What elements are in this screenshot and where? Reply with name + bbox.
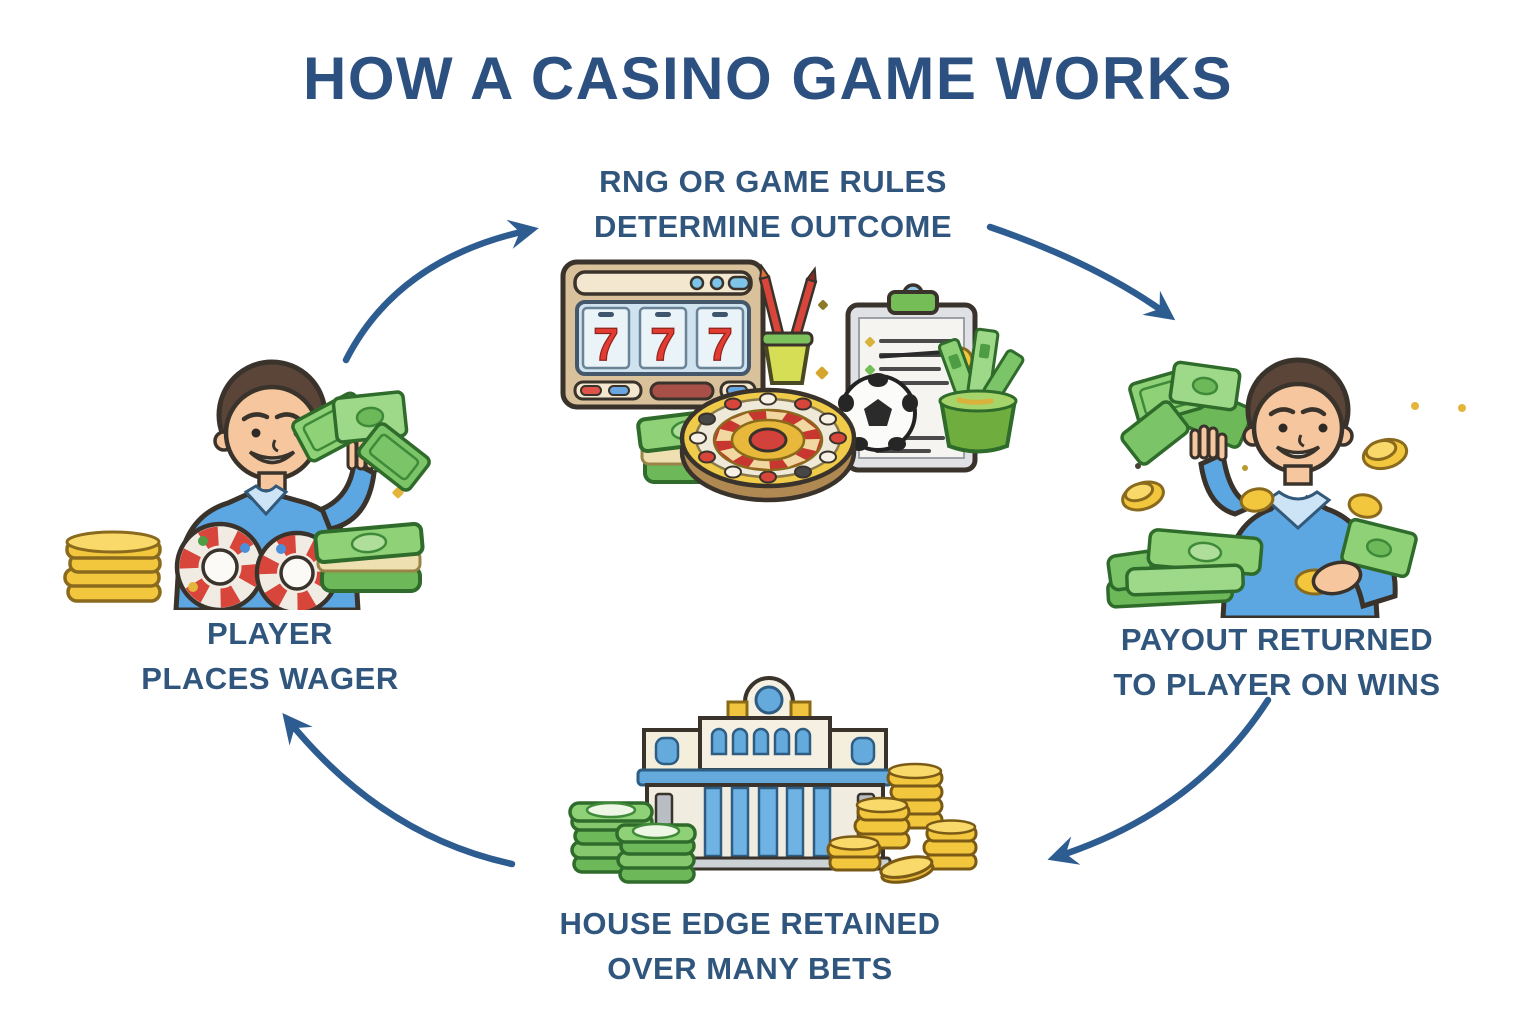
player-places-wager-illustration bbox=[63, 359, 431, 610]
gold-coin-stacks-icon bbox=[826, 762, 978, 884]
cash-stack bbox=[615, 822, 697, 884]
football-icon bbox=[838, 373, 918, 452]
cash-fan-icon bbox=[1120, 360, 1255, 466]
page-title: HOW A CASINO GAME WORKS bbox=[302, 45, 1234, 112]
arrow-house-edge-to-wager bbox=[282, 713, 516, 868]
stage-label-wager: PLAYER PLACES WAGER bbox=[70, 612, 470, 702]
money-bowl-icon bbox=[937, 327, 1025, 454]
cash-fan-icon bbox=[291, 390, 431, 492]
flying-coins bbox=[1121, 402, 1419, 519]
arrow-wager-to-outcome bbox=[342, 219, 539, 364]
stage-label-outcome-line2: DETERMINE OUTCOME bbox=[593, 208, 953, 244]
outcome-illustration: 7 7 7 bbox=[560, 259, 1025, 503]
stage-label-house-edge: HOUSE EDGE RETAINED OVER MANY BETS bbox=[550, 902, 950, 992]
cash-pile-icon bbox=[1106, 528, 1264, 609]
payout-illustration bbox=[1106, 357, 1419, 618]
banknote-icon bbox=[1340, 517, 1418, 579]
player-smile bbox=[1275, 445, 1321, 459]
roulette-wheel-icon bbox=[679, 387, 857, 503]
casino-chip bbox=[174, 521, 266, 610]
slot-digit: 7 bbox=[593, 318, 619, 370]
player-hand bbox=[1311, 560, 1363, 596]
cash-stacks-icon bbox=[568, 801, 697, 884]
arrow-outcome-to-payout bbox=[986, 223, 1176, 321]
sparkle-accents bbox=[392, 300, 1466, 499]
player-arm bbox=[318, 459, 377, 532]
stage-label-outcome-line1: RNG OR GAME RULES bbox=[599, 164, 947, 199]
pencil-cup-icon bbox=[758, 263, 818, 385]
cash-bundle-icon bbox=[313, 522, 425, 593]
stage-label-wager-line2: PLACES WAGER bbox=[141, 660, 399, 696]
player-smile bbox=[248, 450, 296, 465]
slot-machine-icon: 7 7 7 bbox=[560, 259, 766, 410]
coin-stack-icon bbox=[63, 530, 162, 603]
coin-stack bbox=[922, 819, 978, 871]
stage-label-house-edge-line2: OVER MANY BETS bbox=[607, 950, 893, 986]
player-avatar bbox=[1189, 357, 1418, 618]
arrow-payout-to-house-edge bbox=[1047, 696, 1272, 865]
roulette-pockets bbox=[689, 392, 847, 484]
stage-label-payout-line1: PAYOUT RETURNED bbox=[1120, 622, 1434, 657]
house-edge-illustration bbox=[568, 676, 978, 884]
stage-label-wager-line1: PLAYER bbox=[207, 616, 333, 651]
coin-stack bbox=[826, 835, 882, 872]
stage-label-house-edge-line1: HOUSE EDGE RETAINED bbox=[559, 906, 941, 941]
stage-label-payout: PAYOUT RETURNED TO PLAYER ON WINS bbox=[1077, 618, 1477, 708]
player-collar bbox=[243, 484, 289, 517]
stage-label-payout-line2: TO PLAYER ON WINS bbox=[1113, 666, 1441, 702]
slot-digit: 7 bbox=[707, 318, 733, 370]
columns bbox=[703, 786, 832, 858]
player-hand bbox=[1189, 424, 1228, 462]
tilted-coin bbox=[879, 855, 935, 884]
stage-label-outcome: RNG OR GAME RULES DETERMINE OUTCOME bbox=[570, 160, 976, 250]
coin-stack bbox=[853, 796, 911, 850]
player-collar bbox=[1264, 490, 1332, 531]
slot-digit: 7 bbox=[650, 318, 676, 370]
arched-windows bbox=[710, 727, 812, 756]
